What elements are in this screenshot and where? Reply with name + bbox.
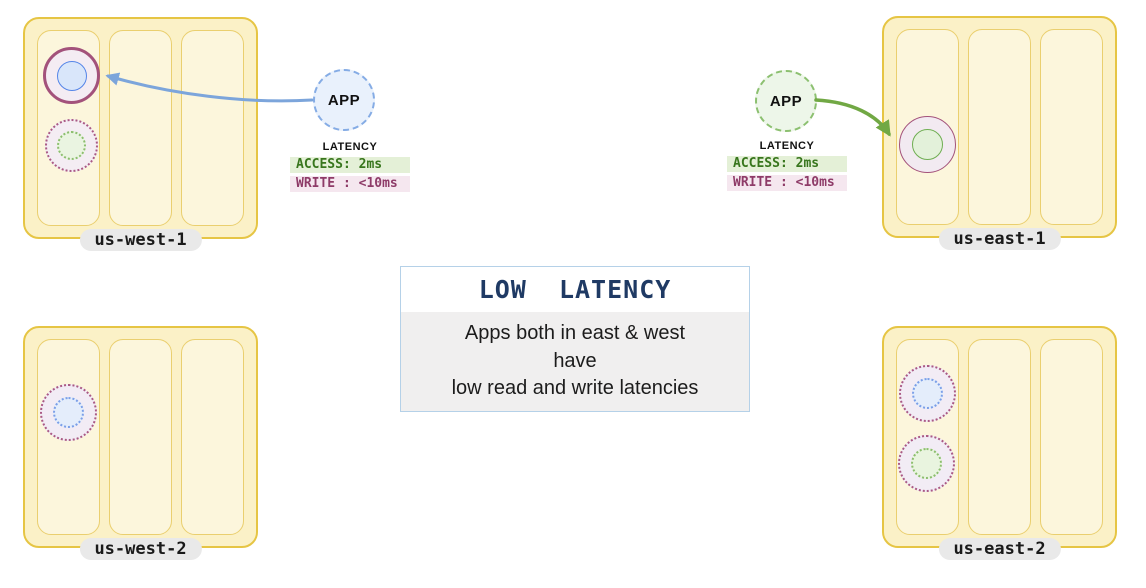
availability-zone <box>37 339 100 535</box>
callout-title: LOW LATENCY <box>401 267 749 312</box>
leaseholder-replica-icon <box>899 116 956 173</box>
callout-line: have <box>553 349 597 372</box>
region-us-west-2: us-west-2 <box>23 326 258 560</box>
latency-title: LATENCY <box>322 141 378 153</box>
latency-block-east: LATENCY ACCESS: 2ms WRITE : <10ms <box>727 140 847 191</box>
app-node-label: APP <box>327 91 361 109</box>
availability-zone <box>181 30 244 226</box>
availability-zone <box>968 29 1031 225</box>
app-node-label: APP <box>769 92 803 110</box>
region-us-west-1: us-west-1 <box>23 17 258 251</box>
availability-zone <box>1040 29 1103 225</box>
leaseholder-replica-icon <box>43 47 100 104</box>
follower-replica-icon <box>40 384 97 441</box>
green-range-icon <box>911 448 942 479</box>
app-node-east: APP <box>755 70 817 132</box>
app-to-east-leaseholder-arrow <box>814 98 891 137</box>
callout-line: Apps both in east & west <box>464 322 686 345</box>
availability-zone <box>109 339 172 535</box>
callout-box: LOW LATENCY Apps both in east & west hav… <box>400 266 750 412</box>
availability-zone <box>181 339 244 535</box>
availability-zone <box>109 30 172 226</box>
region-label-us-west-1: us-west-1 <box>79 229 202 251</box>
availability-zone <box>37 30 100 226</box>
latency-block-west: LATENCY ACCESS: 2ms WRITE : <10ms <box>290 141 410 192</box>
region-label-us-east-2: us-east-2 <box>938 538 1061 560</box>
region-us-east-2: us-east-2 <box>882 326 1117 560</box>
follower-replica-icon <box>45 119 98 172</box>
callout-body: Apps both in east & west have low read a… <box>401 312 749 411</box>
access-latency-badge: ACCESS: 2ms <box>727 156 847 172</box>
blue-range-icon <box>53 397 84 428</box>
region-label-us-east-1: us-east-1 <box>938 228 1061 250</box>
availability-zone <box>1040 339 1103 535</box>
region-us-east-1: us-east-1 <box>882 16 1117 250</box>
write-latency-badge: WRITE : <10ms <box>290 176 410 192</box>
availability-zone <box>896 339 959 535</box>
app-node-west: APP <box>313 69 375 131</box>
availability-zone <box>896 29 959 225</box>
write-latency-badge: WRITE : <10ms <box>727 175 847 191</box>
green-range-icon <box>57 131 86 160</box>
blue-range-icon <box>912 378 943 409</box>
callout-line: low read and write latencies <box>451 377 699 400</box>
blue-range-icon <box>56 60 87 91</box>
region-label-us-west-2: us-west-2 <box>79 538 202 560</box>
follower-replica-icon <box>899 365 956 422</box>
follower-replica-icon <box>898 435 955 492</box>
availability-zone <box>968 339 1031 535</box>
latency-title: LATENCY <box>759 140 815 152</box>
green-range-icon <box>912 129 943 160</box>
access-latency-badge: ACCESS: 2ms <box>290 157 410 173</box>
